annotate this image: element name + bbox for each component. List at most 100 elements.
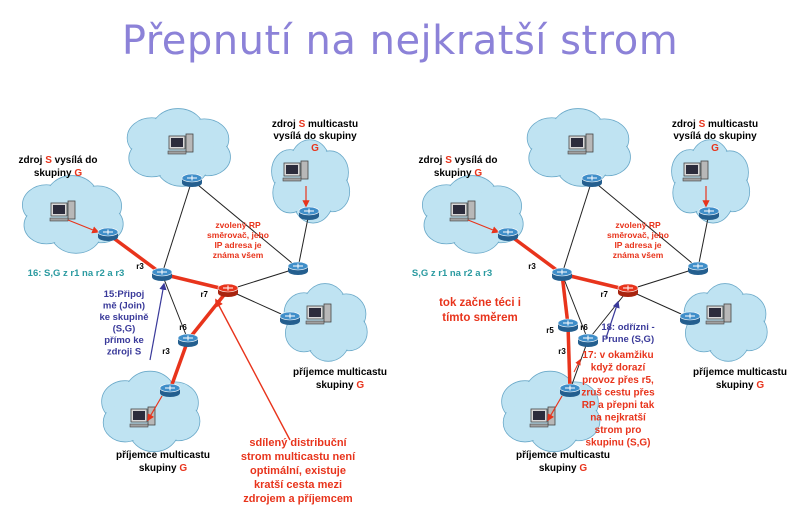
tree-path	[168, 339, 190, 391]
tree-path	[566, 324, 572, 391]
router-source	[698, 206, 720, 220]
label-rp-line: zvolený RP	[215, 220, 261, 230]
label-r3-top-line: r3	[136, 262, 144, 271]
computer-receiver-bottom	[129, 406, 156, 428]
computer-receiver-bottom	[529, 406, 556, 428]
label-step-sg: S,G z r1 na r2 a r3	[412, 268, 492, 279]
label-rp-line: směrovač, jeho	[207, 230, 269, 240]
router-bottom	[159, 383, 181, 397]
label-step17-line: na nejkratší	[590, 413, 647, 424]
arrow-source	[67, 219, 100, 234]
router-source	[298, 206, 320, 220]
router-receiver	[279, 311, 301, 325]
label-r3-bottom-line: r3	[558, 347, 566, 356]
router-r1	[497, 227, 519, 241]
label-r3-top: r3	[136, 262, 144, 271]
label-source-multicast-line: zdroj S multicastu	[672, 119, 758, 130]
computer-source-multicast	[282, 160, 309, 182]
router-receiver	[679, 311, 701, 325]
link	[697, 212, 710, 269]
router-r2	[181, 173, 203, 187]
label-step15-line: 15:Připoj	[104, 289, 145, 300]
label-step18-line: Prune (S,G)	[602, 334, 654, 345]
tree-path	[161, 272, 229, 292]
slide-title: Přepnutí na nejkratší strom	[121, 18, 679, 64]
label-step17-line: strom pro	[595, 425, 642, 436]
link	[227, 267, 299, 291]
label-rp-line: známa všem	[613, 250, 664, 260]
link	[191, 179, 299, 269]
link	[297, 212, 310, 269]
label-source-s-line: skupiny G	[434, 168, 483, 179]
label-receiver-right-line: příjemce multicastu	[293, 367, 387, 378]
link	[627, 289, 691, 319]
label-source-s: zdroj S vysílá do skupiny G	[419, 155, 498, 179]
link	[591, 179, 699, 269]
label-rp-line: směrovač, jeho	[607, 230, 669, 240]
link	[627, 267, 699, 291]
router-r4	[687, 261, 709, 275]
label-source-multicast-line: G	[711, 143, 719, 154]
label-r3-bottom: r3	[162, 347, 170, 356]
label-step15-line: přímo ke	[104, 335, 144, 346]
label-step17-line: zruš cestu přes	[581, 388, 655, 399]
label-step18-line: 18: odřízni -	[601, 322, 654, 333]
shortest-path-diagram: zdroj S vysílá do skupiny G zdroj S multic…	[412, 108, 787, 474]
label-step17-line: skupinu (S,G)	[586, 438, 651, 449]
label-rp-line: IP adresa je	[614, 240, 661, 250]
computer-receiver-right	[705, 303, 732, 325]
arrow-join	[149, 282, 167, 361]
label-shared-tree-line: kratší cesta mezi	[254, 479, 342, 491]
label-receiver-right-line: skupiny G	[316, 380, 365, 391]
label-r6-line: r6	[179, 323, 187, 332]
label-r7-line: r7	[600, 290, 608, 299]
label-r6-line: r6	[580, 323, 588, 332]
arrow-step17	[573, 358, 581, 373]
label-step16: 16: S,G z r1 na r2 a r3	[28, 268, 125, 279]
arrow-source	[467, 219, 500, 234]
label-step17-line: provoz přes r5,	[582, 375, 654, 386]
computer-top	[567, 133, 594, 155]
router-r4	[287, 261, 309, 275]
router-bottom	[559, 383, 581, 397]
computer-receiver-right	[305, 303, 332, 325]
label-r3-bottom-line: r3	[162, 347, 170, 356]
label-step17-line: 17: v okamžiku	[582, 350, 653, 361]
label-shared-tree-line: optimální, existuje	[250, 465, 346, 477]
label-r6: r6	[580, 323, 588, 332]
arrow-receiver	[147, 395, 163, 422]
link	[227, 289, 291, 319]
label-step17-line: když dorazí	[591, 363, 647, 374]
label-receiver-bottom-line: příjemce multicastu	[116, 450, 210, 461]
computer-source-multicast	[682, 160, 709, 182]
label-step18: 18: odřízni -Prune (S,G)	[601, 322, 654, 345]
label-step-sg-line: S,G z r1 na r2 a r3	[412, 268, 492, 279]
label-source-s-line: zdroj S vysílá do	[419, 155, 498, 166]
router-rp-r7	[217, 283, 239, 297]
router-r3	[151, 267, 173, 281]
label-rp-line: známa všem	[213, 250, 264, 260]
router-r2	[581, 173, 603, 187]
tree-path	[560, 273, 570, 326]
label-step17-line: RP a přepni tak	[582, 400, 655, 411]
label-source-s-line: skupiny G	[34, 168, 83, 179]
label-step15-line: zdroji S	[107, 347, 141, 358]
label-r7-line: r7	[200, 290, 208, 299]
cloud-receiver-bottom	[101, 370, 201, 453]
label-source-multicast-line: vysílá do skupiny	[673, 131, 757, 142]
arrow-receiver	[547, 395, 563, 422]
computer-top	[167, 133, 194, 155]
label-shared-tree-line: strom multicastu není	[241, 451, 356, 463]
label-receiver-right-line: příjemce multicastu	[693, 367, 787, 378]
tree-path	[561, 272, 629, 292]
router-r6	[577, 333, 599, 347]
router-r5	[557, 318, 579, 332]
